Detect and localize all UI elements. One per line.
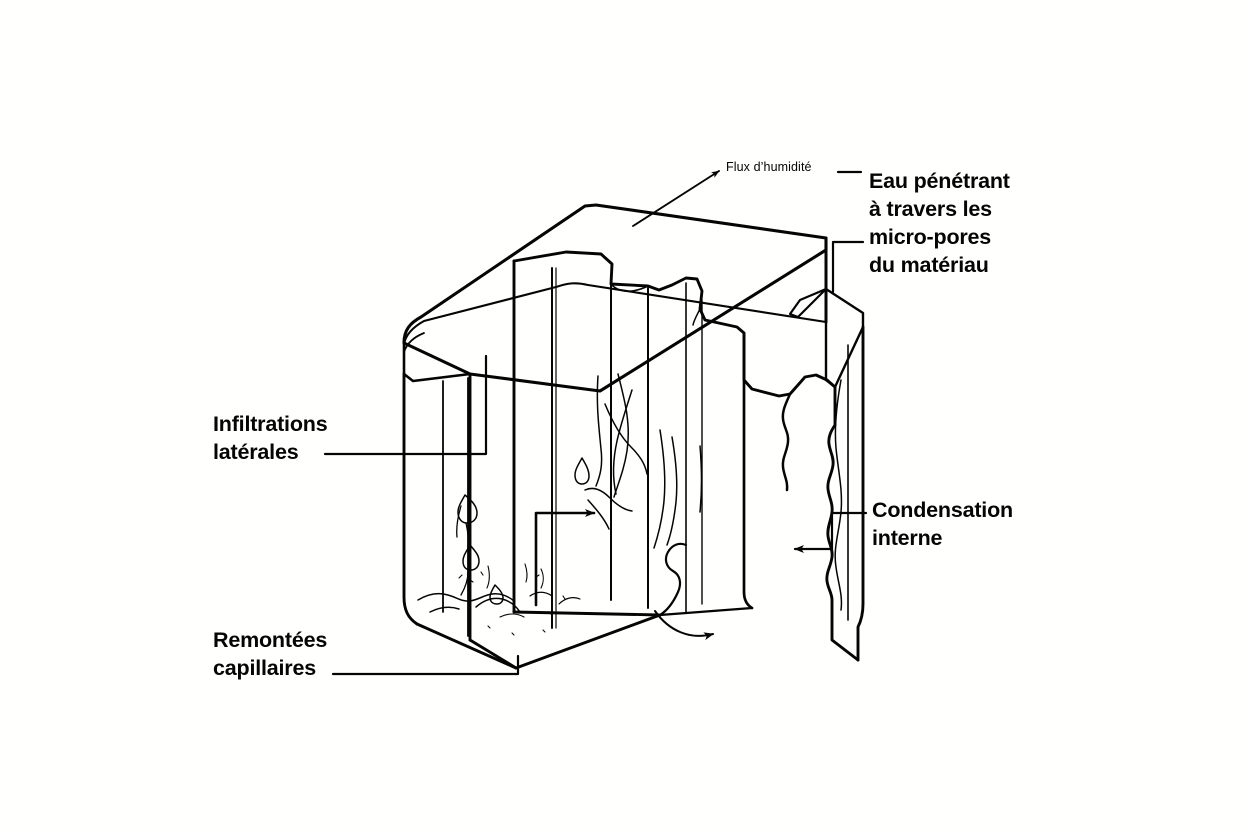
label-eau-penetrant-micropores: Eau pénétrant à travers les micro-pores … <box>869 169 1010 277</box>
label-flux-humidite: Flux d’humidité <box>726 160 812 174</box>
label-condensation-interne: Condensation interne <box>872 498 1013 550</box>
label-remontees-capillaires: Remontées capillaires <box>213 628 328 680</box>
label-infiltrations-laterales: Infiltrations latérales <box>213 412 328 464</box>
